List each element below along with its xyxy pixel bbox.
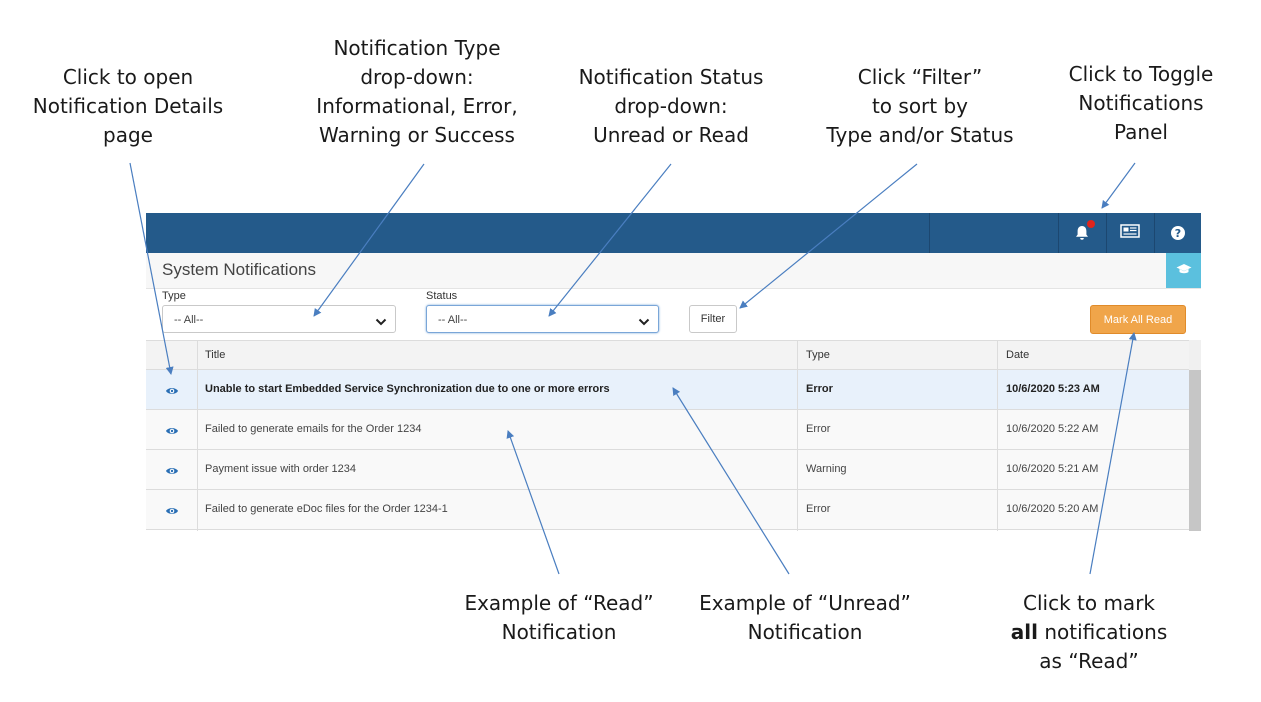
callout-filter: Click “Filter” to sort by Type and/or St… (810, 63, 1030, 150)
news-button[interactable] (1107, 213, 1153, 253)
column-divider (197, 340, 198, 531)
callout-line: Click to mark (1023, 591, 1155, 615)
chevron-down-icon (638, 314, 650, 332)
row-date: 10/6/2020 5:22 AM (1006, 423, 1099, 435)
column-divider (797, 340, 798, 531)
notifications-app: ? System Notifications Type -- All-- Sta… (146, 213, 1201, 531)
callout-mark-all: Click to mark all notifications as “Read… (994, 589, 1184, 676)
help-icon: ? (1171, 226, 1185, 240)
eye-icon[interactable] (165, 503, 179, 521)
callout-line: Notification Type (333, 36, 501, 60)
topbar-divider (929, 213, 930, 253)
callout-line: all notifications (994, 618, 1184, 647)
table-row[interactable]: Failed to generate eDoc files for the Or… (146, 490, 1189, 530)
callout-line: Click to Toggle (1068, 62, 1214, 86)
callout-line: drop-down: (360, 65, 474, 89)
column-divider (997, 340, 998, 531)
callout-read-example: Example of “Read” Notification (449, 589, 669, 647)
type-filter-label: Type (162, 290, 186, 302)
callout-status-dropdown: Notification Status drop-down: Unread or… (561, 63, 781, 150)
bell-icon (1073, 224, 1091, 242)
notifications-toggle-button[interactable] (1059, 213, 1105, 253)
column-header-title[interactable]: Title (205, 349, 226, 361)
callout-line: Notification Details (32, 94, 224, 118)
scrollbar-thumb[interactable] (1189, 370, 1201, 531)
training-button[interactable] (1166, 253, 1201, 288)
callout-unread-example: Example of “Unread” Notification (690, 589, 920, 647)
table-row[interactable]: Failed to generate emails for the Order … (146, 410, 1189, 450)
mark-all-read-button[interactable]: Mark All Read (1090, 305, 1186, 334)
callout-line: Notification (747, 620, 863, 644)
callout-line: Type and/or Status (826, 123, 1014, 147)
row-type: Error (806, 423, 831, 435)
type-dropdown[interactable]: -- All-- (162, 305, 396, 333)
callout-line: as “Read” (1039, 649, 1139, 673)
callout-bold-word: all (1010, 620, 1038, 644)
callout-line: page (103, 123, 153, 147)
callout-line: Notifications (1078, 91, 1204, 115)
row-type: Error (806, 503, 831, 515)
arrow-to-bell (1101, 162, 1136, 209)
row-title[interactable]: Failed to generate emails for the Order … (205, 423, 422, 435)
eye-icon[interactable] (165, 383, 179, 401)
row-title[interactable]: Failed to generate eDoc files for the Or… (205, 503, 448, 515)
table-row[interactable]: Payment issue with order 1234 Warning 10/6… (146, 450, 1189, 490)
notifications-table: Title Type Date Unable to start Embedded… (146, 340, 1201, 531)
help-button[interactable]: ? (1155, 213, 1201, 253)
row-title[interactable]: Unable to start Embedded Service Synchro… (205, 383, 610, 395)
topbar-divider (1058, 213, 1059, 253)
table-scrollbar[interactable] (1189, 340, 1201, 531)
callout-line: to sort by (871, 94, 969, 118)
row-type: Warning (806, 463, 847, 475)
callout-line-rest: notifications (1037, 620, 1168, 644)
callout-toggle-panel: Click to Toggle Notifications Panel (1046, 60, 1236, 147)
callout-details: Click to open Notification Details page (18, 63, 238, 150)
status-filter-label: Status (426, 290, 458, 302)
row-type: Error (806, 383, 833, 395)
topbar-divider (1106, 213, 1107, 253)
news-icon (1120, 223, 1140, 243)
callout-type-dropdown: Notification Type drop-down: Information… (297, 34, 537, 150)
callout-line: Notification (501, 620, 617, 644)
row-title[interactable]: Payment issue with order 1234 (205, 463, 357, 475)
callout-line: Panel (1114, 120, 1168, 144)
status-dropdown-value: -- All-- (438, 314, 468, 326)
callout-line: Informational, Error, (316, 94, 518, 118)
callout-line: Unread or Read (593, 123, 749, 147)
table-header: Title Type Date (146, 340, 1189, 370)
callout-line: Notification Status (578, 65, 764, 89)
callout-line: Example of “Unread” (699, 591, 911, 615)
table-row-unread[interactable]: Unable to start Embedded Service Synchro… (146, 370, 1189, 410)
callout-line: Click to open (62, 65, 194, 89)
graduation-cap-icon (1176, 262, 1192, 280)
row-date: 10/6/2020 5:23 AM (1006, 383, 1100, 395)
eye-icon[interactable] (165, 463, 179, 481)
column-header-type[interactable]: Type (806, 349, 830, 361)
type-dropdown-value: -- All-- (174, 314, 204, 326)
row-date: 10/6/2020 5:20 AM (1006, 503, 1099, 515)
column-header-date[interactable]: Date (1006, 349, 1030, 361)
filter-button[interactable]: Filter (689, 305, 737, 333)
callout-line: drop-down: (614, 94, 728, 118)
callout-line: Example of “Read” (464, 591, 654, 615)
chevron-down-icon (375, 314, 387, 332)
status-dropdown[interactable]: -- All-- (426, 305, 659, 333)
page-header: System Notifications (146, 253, 1201, 289)
unread-dot-indicator (1087, 220, 1095, 228)
eye-icon[interactable] (165, 423, 179, 441)
top-bar: ? (146, 213, 1201, 253)
topbar-divider (1154, 213, 1155, 253)
callout-line: Click “Filter” (857, 65, 983, 89)
row-date: 10/6/2020 5:21 AM (1006, 463, 1099, 475)
callout-line: Warning or Success (319, 123, 515, 147)
page-title: System Notifications (162, 260, 316, 279)
